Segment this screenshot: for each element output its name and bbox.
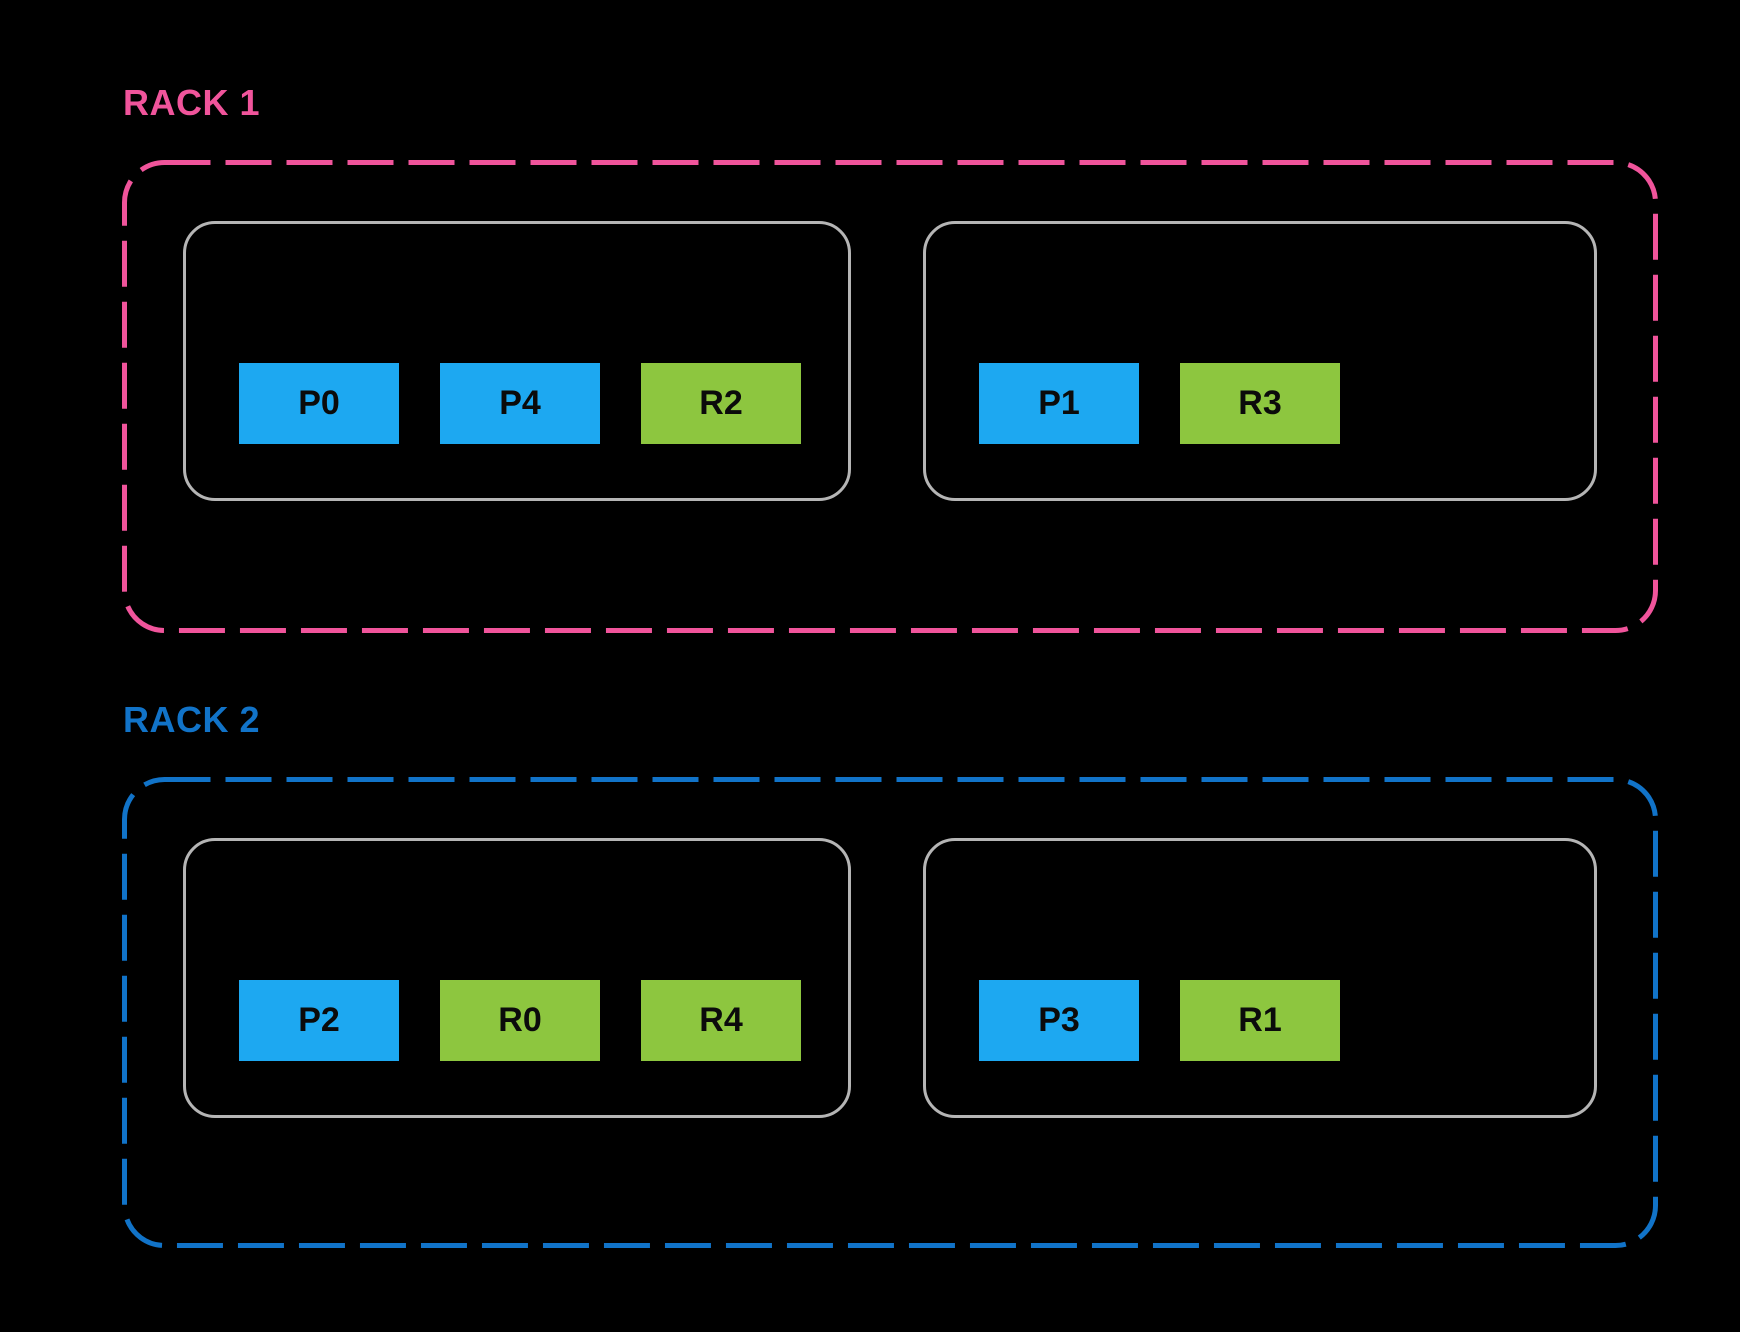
rack-1-host-2-chips: P1 R3 xyxy=(979,363,1340,444)
rack-1-outline xyxy=(122,160,1658,633)
chip-r0: R0 xyxy=(440,980,600,1061)
rack-2-outline xyxy=(122,777,1658,1248)
chip-p0: P0 xyxy=(239,363,399,444)
chip-p3: P3 xyxy=(979,980,1139,1061)
rack-2-host-2: P3 R1 xyxy=(923,838,1597,1118)
rack-1-host-2: P1 R3 xyxy=(923,221,1597,501)
rack-1-dashed-border xyxy=(122,160,1658,633)
rack-1-group: RACK 1 P0 P4 R2 P1 R3 xyxy=(122,82,1658,633)
chip-p2: P2 xyxy=(239,980,399,1061)
chip-r3: R3 xyxy=(1180,363,1340,444)
rack-2-host-2-chips: P3 R1 xyxy=(979,980,1340,1061)
chip-r1: R1 xyxy=(1180,980,1340,1061)
chip-r2: R2 xyxy=(641,363,801,444)
rack-1-host-1: P0 P4 R2 xyxy=(183,221,851,501)
rack-2-group: RACK 2 P2 R0 R4 P3 R1 xyxy=(122,699,1658,1248)
rack-2-host-1: P2 R0 R4 xyxy=(183,838,851,1118)
rack-2-label: RACK 2 xyxy=(123,699,261,740)
chip-p1: P1 xyxy=(979,363,1139,444)
chip-p4: P4 xyxy=(440,363,600,444)
rack-1-host-1-chips: P0 P4 R2 xyxy=(239,363,801,444)
rack-2-host-1-chips: P2 R0 R4 xyxy=(239,980,801,1061)
rack-2-dashed-border xyxy=(122,777,1658,1248)
chip-r4: R4 xyxy=(641,980,801,1061)
rack-1-label: RACK 1 xyxy=(123,82,261,123)
